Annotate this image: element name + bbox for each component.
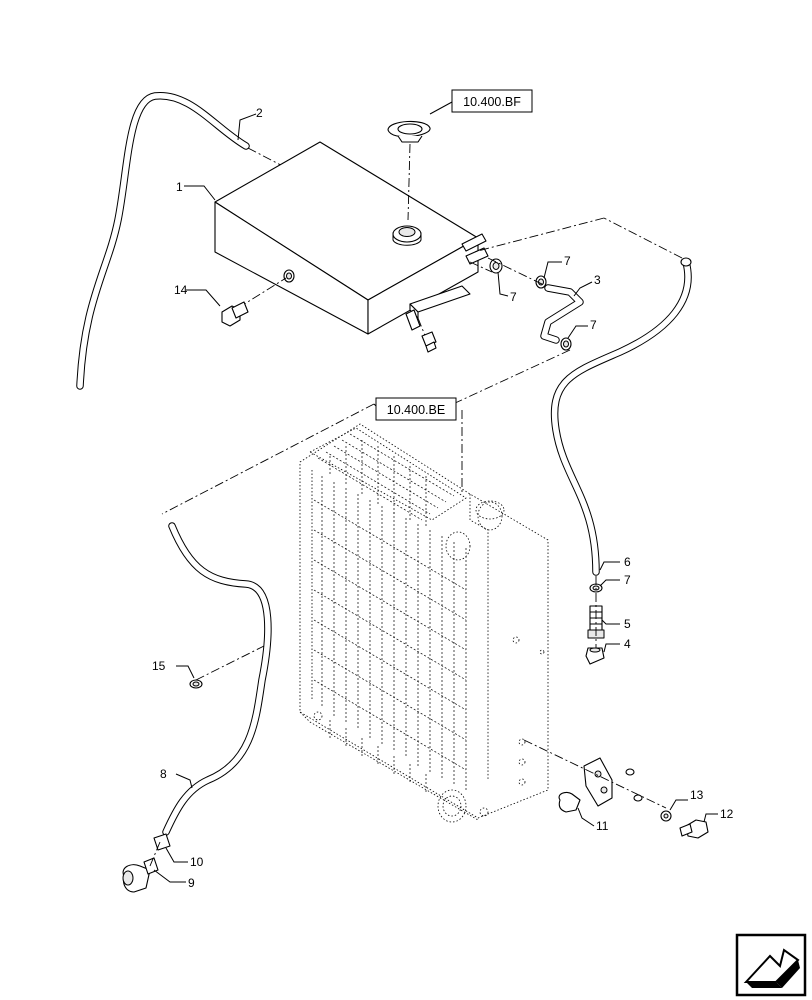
callouts: 1 2 3 7 7 7 14 6 7 5 4 15 8 10 9 11 13 1…	[152, 106, 734, 890]
radiator-cap	[387, 120, 431, 221]
radiator-top-fins	[317, 433, 455, 526]
bolt-12	[679, 819, 709, 839]
clip-11	[558, 791, 581, 813]
bolt-14	[221, 277, 287, 327]
callout-7-a[interactable]: 7	[564, 254, 571, 268]
ref-label-be[interactable]: 10.400.BE	[387, 403, 445, 417]
radiator-core	[313, 476, 467, 792]
callout-9[interactable]: 9	[188, 876, 195, 890]
callout-4[interactable]: 4	[624, 637, 631, 651]
callout-6[interactable]: 6	[624, 555, 631, 569]
clamp-7-b	[535, 275, 547, 289]
callout-8[interactable]: 8	[160, 767, 167, 781]
callout-2[interactable]: 2	[256, 106, 263, 120]
callout-12[interactable]: 12	[720, 807, 734, 821]
callout-14[interactable]: 14	[174, 283, 188, 297]
leader-lines	[153, 113, 718, 883]
washer-13	[660, 810, 672, 822]
callout-7-c[interactable]: 7	[590, 318, 597, 332]
callout-10[interactable]: 10	[190, 855, 204, 869]
callout-13[interactable]: 13	[690, 788, 704, 802]
callout-1[interactable]: 1	[176, 180, 183, 194]
callout-15[interactable]: 15	[152, 659, 166, 673]
callout-5[interactable]: 5	[624, 617, 631, 631]
mounting-bracket	[583, 757, 613, 807]
ref-box-be[interactable]: 10.400.BE	[375, 397, 457, 421]
clamp-7-a	[489, 258, 503, 274]
ref-box-bf[interactable]: 10.400.BF	[451, 89, 533, 113]
radiator	[299, 423, 549, 823]
washer-lower	[633, 794, 643, 802]
expansion-tank	[214, 141, 489, 335]
callout-7-d[interactable]: 7	[624, 573, 631, 587]
hose-6	[550, 257, 692, 576]
nut-upper	[625, 768, 635, 776]
clamp-7-c	[560, 337, 572, 351]
callout-11[interactable]: 11	[596, 819, 609, 833]
callout-3[interactable]: 3	[594, 273, 601, 287]
callout-7-b[interactable]: 7	[510, 290, 517, 304]
clamp-10	[153, 833, 171, 851]
pipe-3	[540, 284, 584, 344]
elbow-fitting-9	[122, 857, 159, 893]
clamp-15	[189, 679, 203, 689]
tank-drain-fitting	[421, 331, 437, 353]
next-page-arrow-icon[interactable]	[735, 933, 807, 997]
hose-8	[162, 522, 272, 836]
fitting-4	[585, 647, 605, 665]
ref-label-bf[interactable]: 10.400.BF	[463, 95, 521, 109]
